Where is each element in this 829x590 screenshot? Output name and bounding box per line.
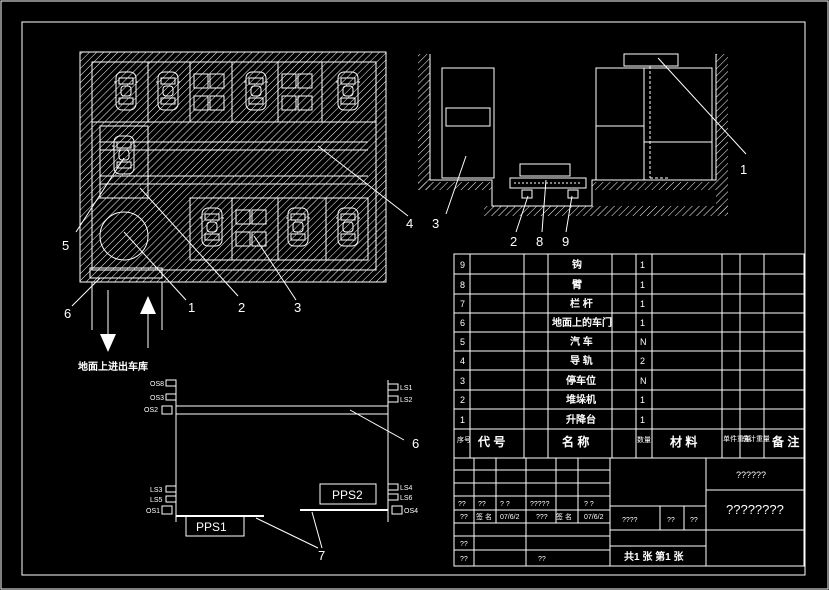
part-2-no: 2	[460, 395, 465, 405]
section-callout-9: 9	[562, 234, 569, 249]
section-callout-8: 8	[536, 234, 543, 249]
bottom-callout-7: 7	[318, 548, 325, 563]
tb-sheets: 共1 张 第1 张	[624, 550, 684, 563]
sensor-ls3: LS3	[150, 487, 163, 494]
header-seq: 序号	[457, 435, 471, 444]
section-view	[418, 53, 747, 233]
header-remarks: 备 注	[771, 434, 799, 449]
part-3-name: 停车位	[566, 374, 596, 387]
part-9-no: 9	[460, 260, 465, 270]
bottom-callout-6: 6	[412, 436, 419, 451]
part-3-no: 3	[460, 376, 465, 386]
sensor-os1: OS1	[146, 508, 160, 515]
header-unit-weight: 单件重量	[723, 434, 751, 443]
tb-r2-1: 签 名	[476, 512, 492, 521]
plan-view	[71, 51, 409, 352]
title-block	[453, 457, 805, 567]
tb-r2-0: ??	[460, 514, 468, 521]
header-total-weight: 总计重量	[742, 434, 770, 443]
parts-list	[453, 253, 805, 459]
tb-r1-2: ? ?	[500, 501, 510, 508]
title-drawing-no: ????????	[726, 502, 784, 517]
title-main: ??????	[736, 470, 766, 480]
tb-scale-1: ??	[667, 517, 675, 524]
part-2-qty: 1	[640, 395, 645, 405]
part-8-no: 8	[460, 280, 465, 290]
part-5-name: 汽 车	[570, 335, 593, 348]
tb-r1-0: ??	[458, 501, 466, 508]
sensor-ls2: LS2	[400, 397, 413, 404]
callout-5: 5	[62, 238, 69, 253]
callout-2: 2	[238, 300, 245, 315]
header-code: 代 号	[477, 434, 505, 449]
part-5-no: 5	[460, 337, 465, 347]
sensor-ls5: LS5	[150, 497, 163, 504]
section-callout-3: 3	[432, 216, 439, 231]
tb-r2-2: 07/6/2	[500, 514, 520, 521]
part-4-name: 导 轨	[570, 354, 593, 367]
part-4-no: 4	[460, 356, 465, 366]
header-name: 名 称	[562, 434, 589, 449]
tb-r1-4: ? ?	[584, 501, 594, 508]
part-3-qty: N	[640, 376, 647, 386]
control-schematic	[161, 379, 405, 549]
part-1-no: 1	[460, 415, 465, 425]
part-1-name: 升降台	[566, 413, 596, 426]
callout-4: 4	[406, 216, 413, 231]
section-callout-1: 1	[740, 162, 747, 177]
inner-frame	[21, 21, 806, 576]
tb-r4-0: ??	[460, 556, 468, 563]
section-callout-2: 2	[510, 234, 517, 249]
pps2-label: PPS2	[332, 488, 363, 502]
exit-label: 地面上进出车库	[78, 360, 148, 373]
sensor-os4: OS4	[404, 508, 418, 515]
header-material: 材 料	[669, 434, 697, 449]
part-7-name: 栏 杆	[570, 297, 593, 310]
tb-r3-0: ??	[460, 541, 468, 548]
tb-r2-3: ???	[536, 514, 548, 521]
sensor-ls4: LS4	[400, 485, 413, 492]
callout-3: 3	[294, 300, 301, 315]
sensor-ls6: LS6	[400, 495, 413, 502]
part-4-qty: 2	[640, 356, 645, 366]
callout-6: 6	[64, 306, 71, 321]
part-8-name: 臂	[572, 278, 582, 291]
sensor-ls1: LS1	[400, 385, 413, 392]
part-8-qty: 1	[640, 280, 645, 290]
part-9-name: 钩	[572, 258, 582, 271]
header-qty: 数量	[637, 435, 651, 444]
tb-r2-5: 07/6/2	[584, 514, 604, 521]
callout-1: 1	[188, 300, 195, 315]
tb-scale-0: ????	[622, 517, 638, 524]
part-6-no: 6	[460, 318, 465, 328]
part-2-name: 堆垛机	[566, 393, 596, 406]
pps1-label: PPS1	[196, 520, 227, 534]
part-7-qty: 1	[640, 299, 645, 309]
part-5-qty: N	[640, 337, 647, 347]
sensor-os2: OS2	[144, 407, 158, 414]
part-9-qty: 1	[640, 260, 645, 270]
tb-r4-1: ??	[538, 556, 546, 563]
sensor-os3: OS3	[150, 395, 164, 402]
part-6-name: 地面上的车门	[552, 316, 612, 329]
tb-r2-4: 签 名	[556, 512, 572, 521]
tb-scale-2: ??	[690, 517, 698, 524]
part-7-no: 7	[460, 299, 465, 309]
part-1-qty: 1	[640, 415, 645, 425]
part-6-qty: 1	[640, 318, 645, 328]
sensor-os8: OS8	[150, 381, 164, 388]
tb-r1-1: ??	[478, 501, 486, 508]
tb-r1-3: ?????	[530, 501, 550, 508]
